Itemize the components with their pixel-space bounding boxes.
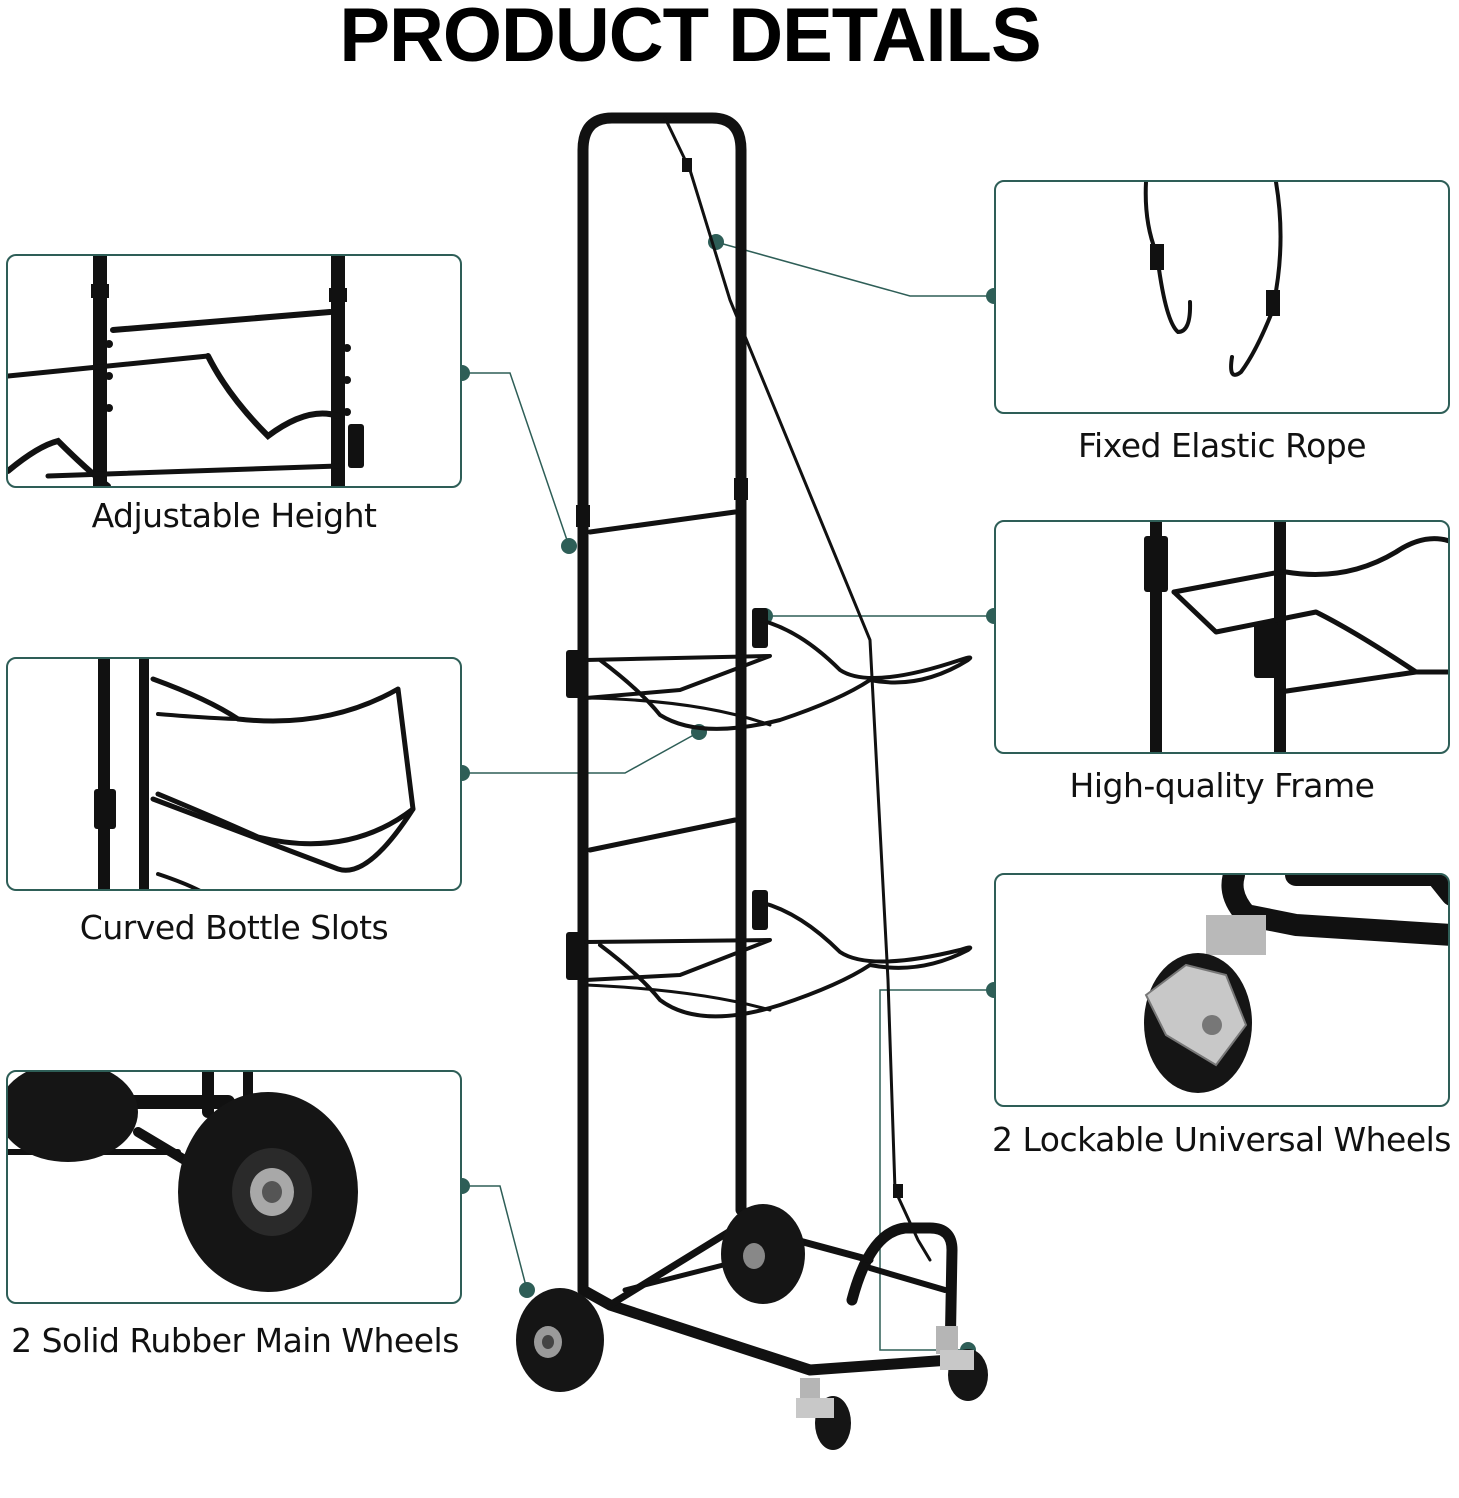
caption-solid-rubber-wheels: 2 Solid Rubber Main Wheels (11, 1321, 459, 1360)
panel-curved-bottle-slots (6, 657, 462, 891)
elastic-rope-icon (1143, 182, 1283, 377)
connector-lines (462, 241, 994, 1351)
caption-curved-bottle-slots: Curved Bottle Slots (79, 908, 389, 947)
frame-icon (1144, 522, 1448, 752)
caption-high-quality-frame: High-quality Frame (1069, 766, 1375, 805)
panel-adjustable-height (6, 254, 462, 488)
caption-adjustable-height: Adjustable Height (91, 496, 377, 535)
panel-elastic-rope (994, 180, 1450, 414)
caption-elastic-rope: Fixed Elastic Rope (1077, 426, 1367, 465)
page-title: PRODUCT DETAILS (339, 0, 1041, 78)
connector-dots (454, 234, 1002, 1358)
caster-wheel-icon (1144, 875, 1448, 1093)
panel-solid-rubber-wheels (6, 1070, 462, 1304)
caption-lockable-wheels: 2 Lockable Universal Wheels (991, 1120, 1452, 1159)
panel-high-quality-frame (994, 520, 1450, 754)
frame-detail-icon (8, 256, 364, 486)
panel-lockable-wheels (994, 873, 1450, 1107)
rubber-wheel-icon (8, 1072, 358, 1292)
bottle-slot-icon (94, 659, 416, 889)
